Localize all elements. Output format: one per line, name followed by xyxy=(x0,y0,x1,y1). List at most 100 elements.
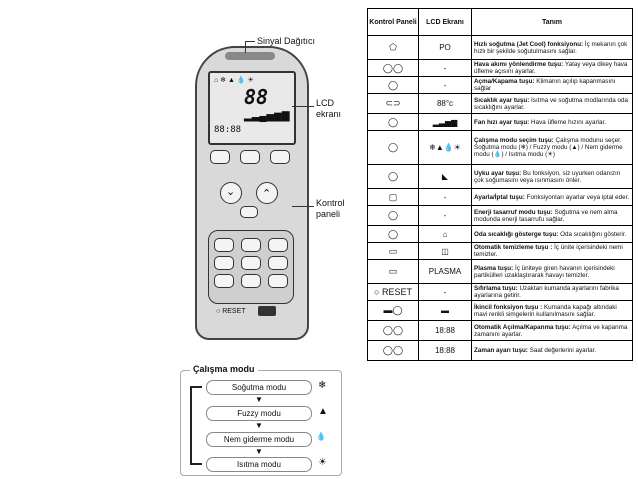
panel-button-symbol: ⬠ xyxy=(367,35,419,60)
description-title: Açma/Kapama tuşu: xyxy=(474,78,535,85)
panel-button-symbol: ○ RESET xyxy=(367,283,419,301)
mode-title-text: Çalışma modu xyxy=(193,364,255,374)
remote-set-cancel-button[interactable] xyxy=(268,256,288,270)
description-text: Soğutma ve nem alma modunda enerji tasar… xyxy=(474,208,618,223)
mode-label: Fuzzy modu xyxy=(237,409,281,418)
mode-loop-line xyxy=(190,386,192,463)
signal-emitter-label: Sinyal Dağıtıcı xyxy=(257,36,316,46)
remote-timer-off-button[interactable] xyxy=(241,256,261,270)
description-title: Uyku ayar tuşu: xyxy=(474,169,522,177)
description-cell: Fan hızı ayar tuşu: Hava üfleme hızını a… xyxy=(471,113,633,131)
remote-jetcool-button[interactable] xyxy=(210,150,230,164)
table-row: ▭◫Otomatik temizleme tuşu : İç ünite içe… xyxy=(367,242,633,260)
header-description: Tanım xyxy=(471,8,633,36)
description-text: Açılma ve kapanma zamanını ayarlar. xyxy=(474,323,628,338)
description-title: Otomatik Açılma/Kapanma tuşu: xyxy=(474,323,571,331)
remote-plasma-button[interactable] xyxy=(241,274,261,288)
lcd-symbol: - xyxy=(418,76,472,94)
remote-mode-button[interactable] xyxy=(214,238,234,252)
mode-label: Soğutma modu xyxy=(231,383,287,392)
description-cell: Hava akımı yönlendirme tuşu: Yatay veya … xyxy=(471,59,633,77)
description-text: Bu fonksiyon, siz uyurken odanızın çok s… xyxy=(474,169,621,184)
lcd-symbol: 18:88 xyxy=(418,340,472,361)
description-text: Hava üfleme hızını ayarlar. xyxy=(529,118,606,126)
description-cell: İkincil fonksiyon tuşu : Kumanda kapağı … xyxy=(471,300,633,321)
table-row: ◯▂▃▅▆Fan hızı ayar tuşu: Hava üfleme hız… xyxy=(367,113,633,131)
arrow-down-icon: ▼ xyxy=(255,395,263,404)
lcd-symbol: ⌂ xyxy=(418,225,472,243)
description-text: Uzaktan kumanda ayarlarını fabrika ayarl… xyxy=(474,285,619,299)
operation-mode-box xyxy=(180,370,342,476)
description-title: Plasma tuşu: xyxy=(474,264,514,272)
description-cell: Otomatik Açılma/Kapanma tuşu: Açılma ve … xyxy=(471,320,633,341)
description-text: İç üniteye giren havanın içerisindeki pa… xyxy=(474,264,615,279)
description-title: Ayarla/İptal tuşu: xyxy=(474,193,525,201)
description-cell: Otomatik temizleme tuşu : İç ünite içeri… xyxy=(471,242,633,260)
lcd-symbol: - xyxy=(418,59,472,77)
panel-button-symbol: ◯ xyxy=(367,164,419,189)
panel-button-symbol: ◯ xyxy=(367,225,419,243)
description-cell: Hızlı soğutma (Jet Cool) fonksiyonu: İç … xyxy=(471,35,633,60)
reset-label: RESET xyxy=(222,308,246,315)
table-row: ◯◯-Hava akımı yönlendirme tuşu: Yatay ve… xyxy=(367,59,633,77)
panel-button-symbol: ▢ xyxy=(367,188,419,206)
header-control-panel: Kontrol Paneli xyxy=(367,8,419,36)
panel-button-symbol: ▬◯ xyxy=(367,300,419,321)
description-cell: Ayarla/İptal tuşu: Fonksiyonları ayarlar… xyxy=(471,188,633,206)
description-cell: Enerji tasarruf modu tuşu: Soğutma ve ne… xyxy=(471,205,633,226)
remote-sleep-button[interactable] xyxy=(241,238,261,252)
description-cell: Açma/Kapama tuşu: Klimanın açılıp kapanm… xyxy=(471,76,633,94)
description-title: Hızlı soğutma (Jet Cool) fonksiyonu: xyxy=(474,40,584,48)
description-title: Otomatik temizleme tuşu : xyxy=(474,244,553,251)
remote-2nd-function-button[interactable] xyxy=(258,306,276,316)
table-row: ◯⌂Oda sıcaklığı gösterge tuşu: Oda sıcak… xyxy=(367,225,633,243)
panel-button-symbol: ◯ xyxy=(367,130,419,165)
description-cell: Sıfırlama tuşu: Uzaktan kumanda ayarları… xyxy=(471,283,633,301)
panel-button-symbol: ▭ xyxy=(367,242,419,260)
lcd-label: LCD ekranı xyxy=(316,98,341,120)
signal-leader-vertical xyxy=(245,41,246,53)
remote-autoclean-button[interactable] xyxy=(214,274,234,288)
operation-mode-title: Çalışma modu xyxy=(190,364,258,374)
lcd-symbol: ▬ xyxy=(418,300,472,321)
remote-fan-button[interactable] xyxy=(240,206,258,218)
description-title: Enerji tasarruf modu tuşu: xyxy=(474,208,553,216)
description-title: Oda sıcaklığı gösterge tuşu: xyxy=(474,230,559,238)
header-lcd: LCD Ekranı xyxy=(418,8,472,36)
lcd-symbol: - xyxy=(418,283,472,301)
remote-swing-button[interactable] xyxy=(240,150,260,164)
lcd-symbol: PO xyxy=(418,35,472,60)
mode-label: Isıtma modu xyxy=(236,460,281,469)
panel-button-symbol: ◯◯ xyxy=(367,340,419,361)
lcd-temperature: 88 xyxy=(244,85,269,109)
description-title: Sıcaklık ayar tuşu: xyxy=(474,96,530,104)
lcd-symbol: ◣ xyxy=(418,164,472,189)
panel-button-symbol: ◯ xyxy=(367,205,419,226)
description-title: Fan hızı ayar tuşu: xyxy=(474,118,530,126)
lcd-symbol: 88°c xyxy=(418,93,472,114)
remote-power-button[interactable] xyxy=(270,150,290,164)
lcd-symbol: - xyxy=(418,205,472,226)
panel-button-symbol: ▭ xyxy=(367,259,419,284)
arrow-down-icon: ▼ xyxy=(255,421,263,430)
description-title: Sıfırlama tuşu: xyxy=(474,285,518,292)
remote-roomtemp-button[interactable] xyxy=(268,238,288,252)
description-title: Çalışma modu seçim tuşu: xyxy=(474,137,554,144)
remote-temp-up-button[interactable]: ⌃ xyxy=(256,182,278,204)
control-panel-label-line2: paneli xyxy=(316,209,341,219)
signal-leader-line xyxy=(245,41,255,42)
arrow-down-icon: ▼ xyxy=(255,447,263,456)
fuzzy-icon: ▲ xyxy=(318,406,328,417)
description-cell: Sıcaklık ayar tuşu: Isıtma ve soğutma mo… xyxy=(471,93,633,114)
remote-energy-button[interactable] xyxy=(268,274,288,288)
remote-lcd-screen: ⌂ ❄ ▲ 💧 ☀ 88 ▂▃▄▅▆▇ 88:88 xyxy=(208,71,296,145)
signal-emitter xyxy=(225,52,275,60)
lcd-symbol: ❄▲💧☀ xyxy=(418,130,472,165)
lcd-icons-row: ⌂ ❄ ▲ 💧 ☀ xyxy=(214,77,254,84)
remote-timer-on-button[interactable] xyxy=(214,256,234,270)
table-row: ◯❄▲💧☀Çalışma modu seçim tuşu: Çalışma mo… xyxy=(367,130,633,165)
description-text: İç mekanın çok hızlı bir şekilde soğutul… xyxy=(474,40,628,55)
remote-reset-button[interactable]: ○ RESET xyxy=(216,308,246,315)
remote-temp-down-button[interactable]: ⌄ xyxy=(220,182,242,204)
